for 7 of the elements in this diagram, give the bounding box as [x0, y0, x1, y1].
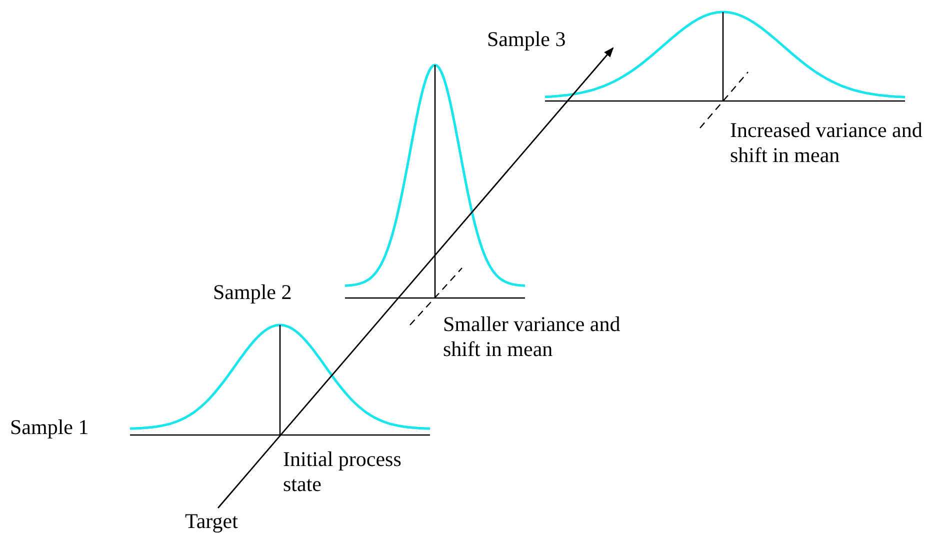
- sample-label: Sample 3: [487, 27, 567, 52]
- annotation: Smaller variance and shift in mean: [443, 312, 622, 362]
- axis-label: Target: [185, 509, 239, 533]
- annotation: Increased variance and shift in mean: [730, 118, 924, 168]
- sample-label: Sample 1: [10, 415, 90, 440]
- annotation: Initial process state: [283, 447, 402, 497]
- sample-label: Sample 2: [213, 280, 293, 305]
